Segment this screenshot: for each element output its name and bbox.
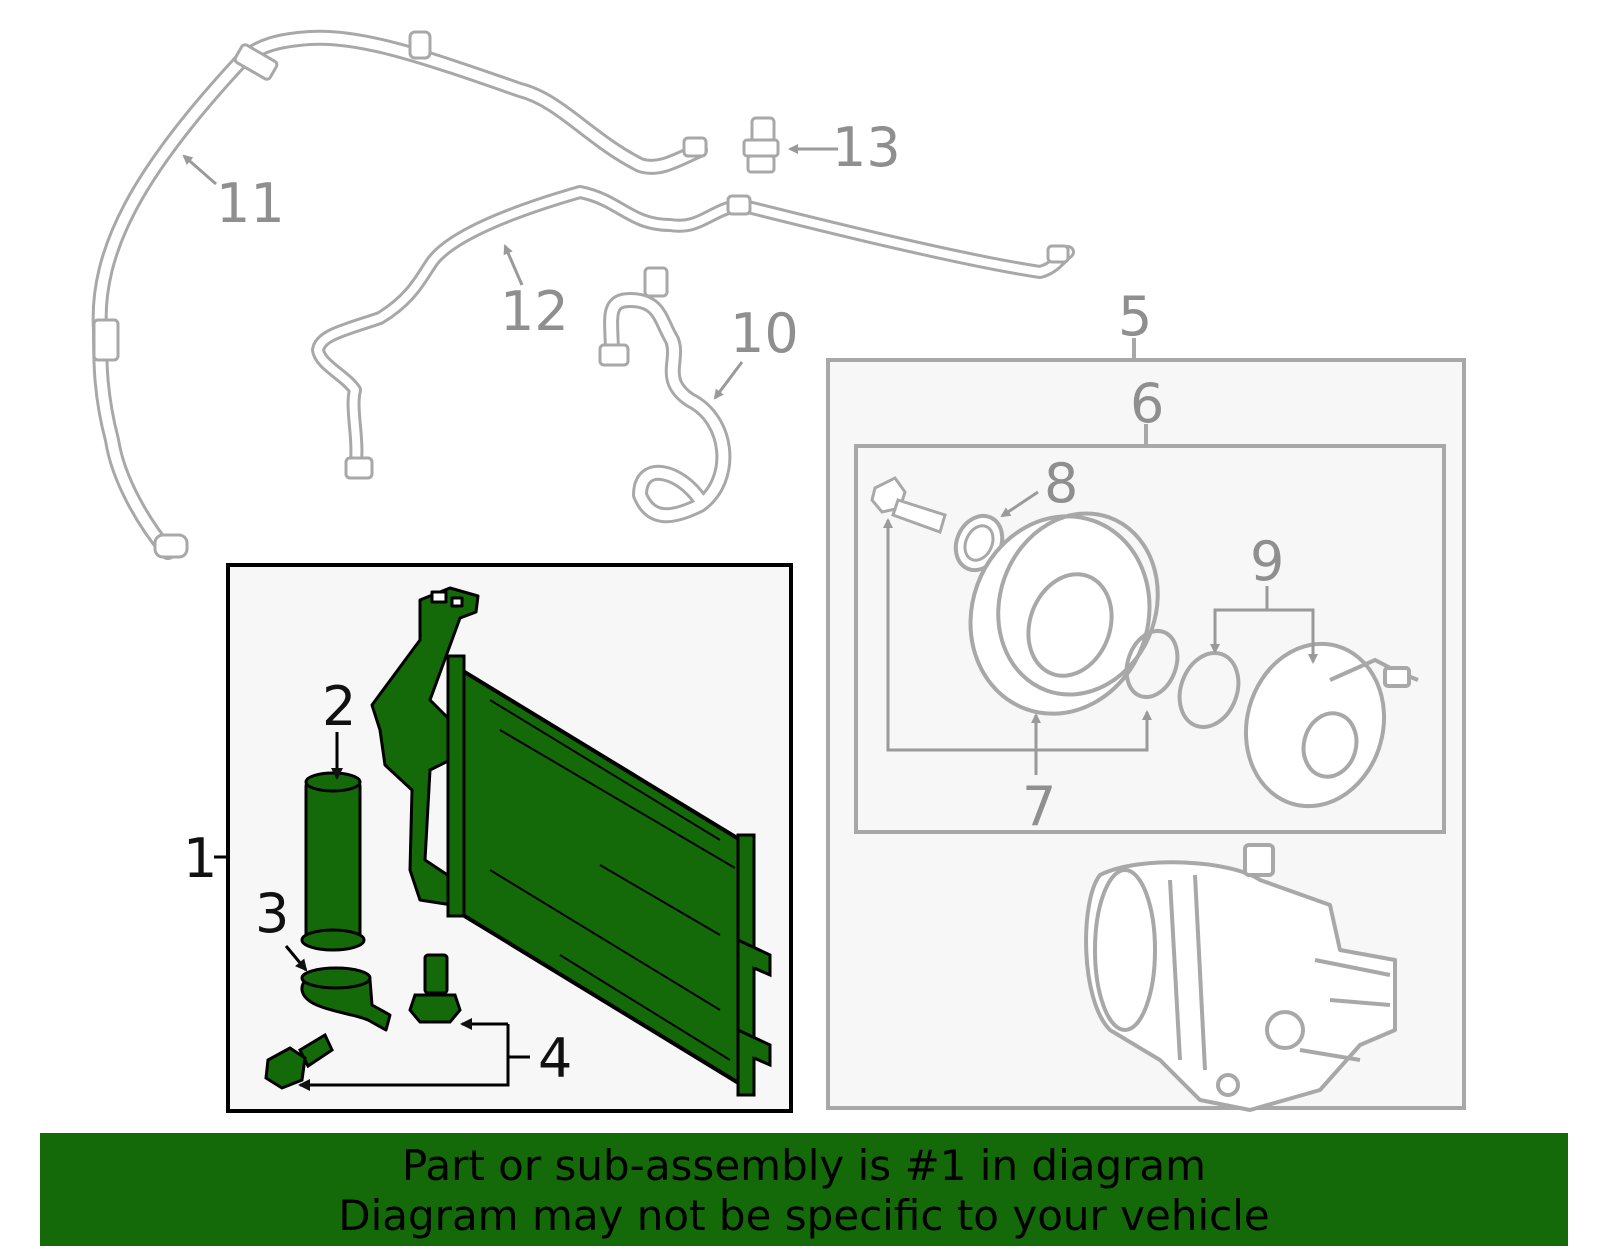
banner-line-1: Part or sub-assembly is #1 in diagram: [401, 1141, 1207, 1190]
leader-11: [182, 154, 217, 186]
shim-ring-inner: [963, 524, 995, 562]
callout-6: 6: [1130, 372, 1164, 435]
snap-ring-2: [1177, 651, 1241, 729]
pulley-coil-part-9: [1243, 641, 1419, 809]
pressure-switch-part-13: [742, 116, 780, 174]
callout-3: 3: [255, 882, 289, 945]
banner-line-2: Diagram may not be specific to your vehi…: [338, 1191, 1270, 1240]
callout-9: 9: [1250, 530, 1284, 593]
callout-11: 11: [216, 172, 285, 235]
callout-1: 1: [183, 827, 217, 890]
snap-ring-1: [1124, 629, 1180, 699]
leader-12: [503, 244, 524, 286]
line-part-12: [311, 185, 1075, 480]
callout-2: 2: [322, 675, 356, 738]
leader-10: [713, 361, 744, 400]
condenser-core: [446, 654, 772, 1097]
condenser-pipe-bracket: [370, 586, 480, 907]
leader-8: [1000, 490, 1039, 518]
clutch-group-box: [854, 444, 1446, 834]
callout-13: 13: [832, 116, 901, 179]
leader-9b: [1267, 608, 1318, 664]
receiver-drier-part-2: [300, 771, 366, 952]
clamp-part-3: [300, 966, 392, 1032]
callout-12: 12: [500, 280, 569, 343]
leader-9: [1210, 586, 1269, 654]
callout-10: 10: [730, 302, 799, 365]
hose-part-10: [598, 266, 732, 524]
leader-4: [300, 1024, 530, 1085]
callout-7: 7: [1022, 775, 1056, 838]
bolt-part-4a: [408, 953, 462, 1024]
hose-part-11: [91, 29, 708, 560]
info-banner: Part or sub-assembly is #1 in diagram Di…: [40, 1133, 1568, 1246]
leader-3: [284, 945, 308, 972]
compressor-body: [1084, 843, 1397, 1112]
callout-5: 5: [1118, 285, 1152, 348]
clutch-bolt: [870, 476, 947, 534]
callout-8: 8: [1044, 452, 1078, 515]
callout-4: 4: [538, 1027, 572, 1090]
